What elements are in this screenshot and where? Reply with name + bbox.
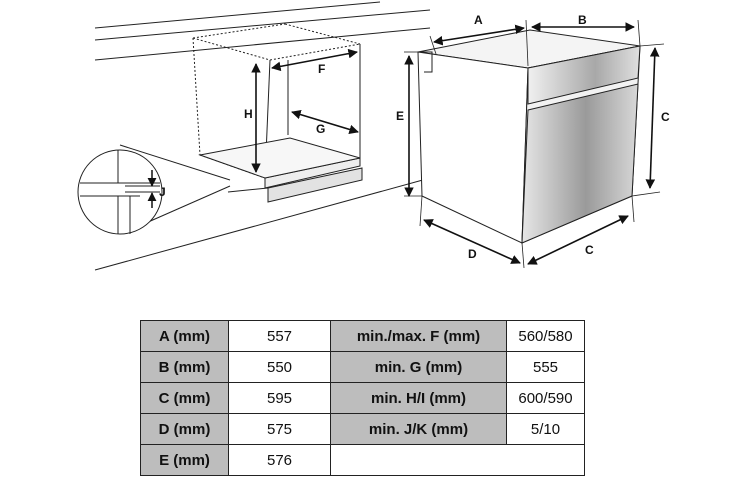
label-c-side: C — [661, 110, 670, 124]
row-label: min. H/I (mm) — [330, 382, 507, 414]
cabinet-niche — [94, 1, 431, 271]
oven-body — [417, 29, 641, 244]
label-a: A — [474, 13, 483, 27]
table-row: A (mm) 557 min./max. F (mm) 560/580 — [140, 320, 585, 352]
row-value: 576 — [228, 444, 331, 476]
table-row: B (mm) 550 min. G (mm) 555 — [140, 351, 585, 383]
label-h: H — [244, 107, 253, 121]
row-value: 595 — [228, 382, 331, 414]
row-label: min. J/K (mm) — [330, 413, 507, 445]
row-value: 557 — [228, 320, 331, 352]
oven-dimensions — [404, 22, 660, 265]
row-value: 560/580 — [506, 320, 585, 352]
niche-dimensions — [251, 48, 359, 173]
label-g: G — [316, 122, 325, 136]
dim-line-f — [271, 48, 358, 72]
label-c-bottom: C — [585, 243, 594, 257]
row-label: E (mm) — [140, 444, 229, 476]
row-value: 550 — [228, 351, 331, 383]
dimension-table: A (mm) 557 min./max. F (mm) 560/580 B (m… — [140, 320, 585, 476]
dim-line-c-side — [645, 47, 660, 189]
row-label: C (mm) — [140, 382, 229, 414]
row-label: B (mm) — [140, 351, 229, 383]
row-label: min./max. F (mm) — [330, 320, 507, 352]
installation-diagram: H F G J — [77, 1, 670, 271]
detail-magnifier — [77, 144, 231, 235]
row-label: A (mm) — [140, 320, 229, 352]
row-label: D (mm) — [140, 413, 229, 445]
label-e: E — [396, 109, 404, 123]
dim-line-d — [423, 219, 521, 264]
row-label: min. G (mm) — [330, 351, 507, 383]
row-value: 555 — [506, 351, 585, 383]
dim-line-c-bottom — [527, 215, 629, 265]
table-row: C (mm) 595 min. H/I (mm) 600/590 — [140, 382, 585, 414]
table-row: D (mm) 575 min. J/K (mm) 5/10 — [140, 413, 585, 445]
table-row: E (mm) 576 — [140, 444, 585, 476]
label-f: F — [318, 62, 325, 76]
dim-line-a — [433, 24, 525, 46]
label-j: J — [159, 185, 166, 199]
dim-line-g — [291, 109, 359, 135]
label-b: B — [578, 13, 587, 27]
row-value: 575 — [228, 413, 331, 445]
row-value: 600/590 — [506, 382, 585, 414]
row-value: 5/10 — [506, 413, 585, 445]
empty-cell — [330, 444, 585, 476]
oven-control-panel — [527, 45, 641, 105]
label-d: D — [468, 247, 477, 261]
